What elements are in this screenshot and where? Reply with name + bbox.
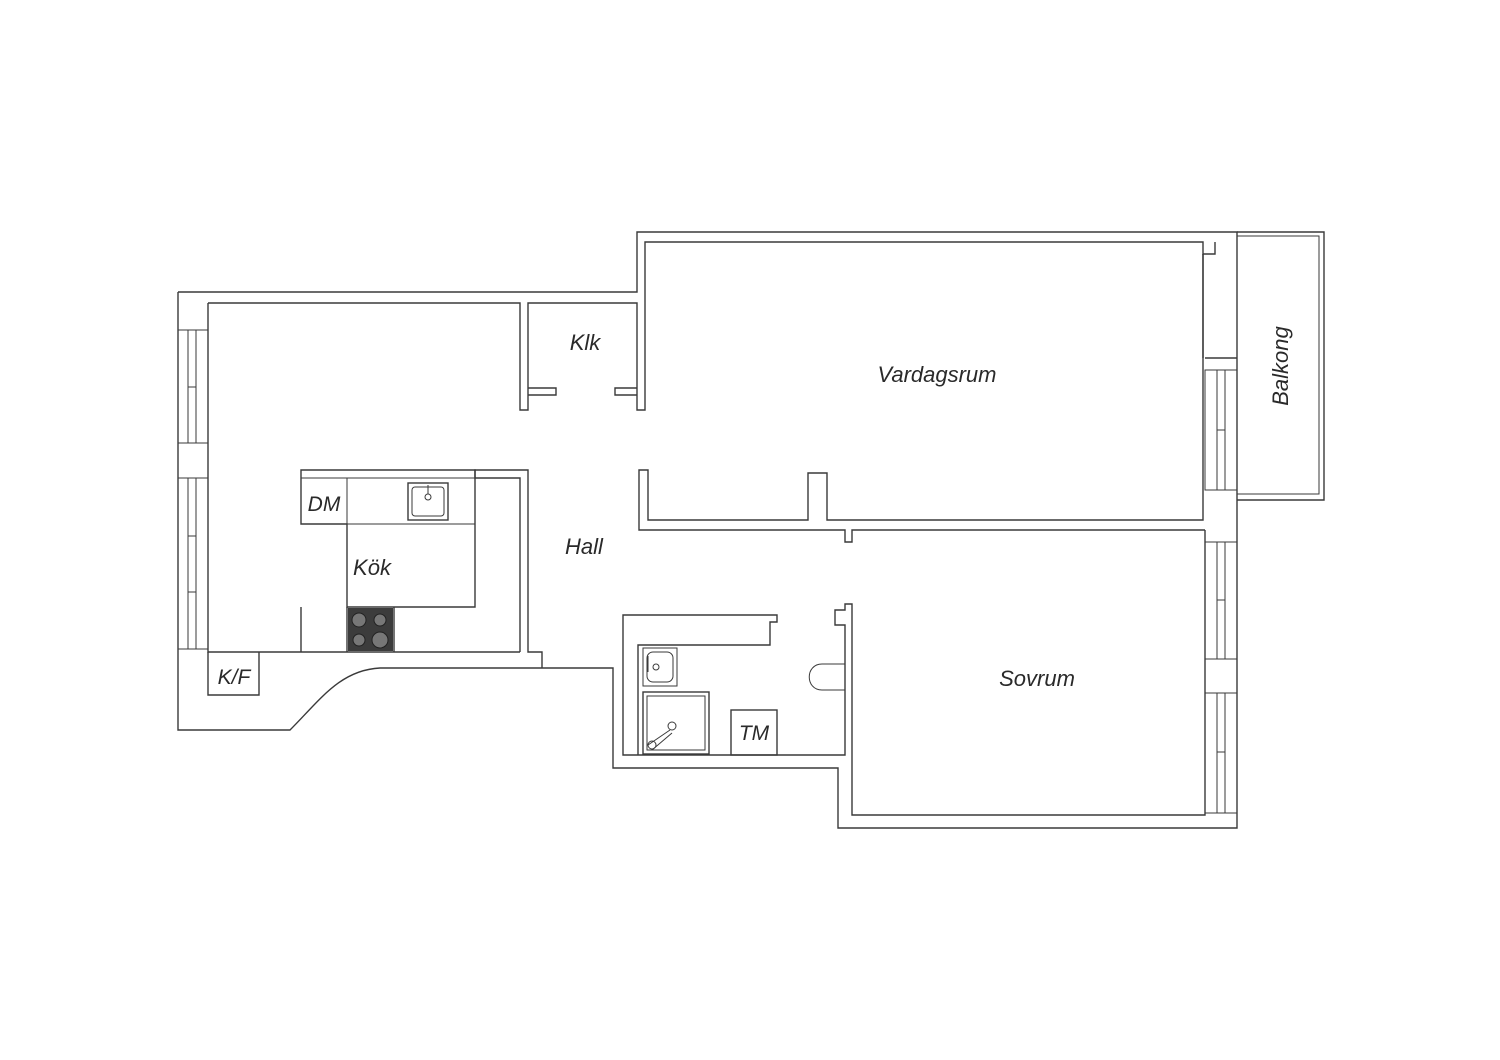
sink-icon — [407, 482, 449, 521]
room-label-hall: Hall — [565, 534, 604, 559]
room-label-kf: K/F — [218, 666, 252, 689]
bedroom-walls — [622, 530, 1206, 816]
room-label-tm: TM — [739, 722, 770, 745]
room-label-dm: DM — [308, 493, 341, 516]
windows-east — [1204, 369, 1238, 814]
room-label-klk: Klk — [570, 330, 602, 355]
tm-box — [730, 709, 778, 756]
room-label-vardagsrum: Vardagsrum — [877, 362, 996, 387]
windows-west — [177, 329, 209, 650]
balcony — [1237, 231, 1325, 501]
stove-icon — [348, 608, 393, 651]
shower-icon — [642, 691, 710, 755]
living-room-walls — [638, 254, 1237, 543]
room-label-sovrum: Sovrum — [999, 666, 1075, 691]
washbasin-icon — [642, 647, 678, 687]
room-label-kok: Kök — [353, 555, 392, 580]
kitchen — [207, 469, 543, 696]
room-label-balkong: Balkong — [1268, 325, 1293, 405]
bathroom — [642, 647, 845, 756]
toilet-icon — [808, 663, 845, 691]
